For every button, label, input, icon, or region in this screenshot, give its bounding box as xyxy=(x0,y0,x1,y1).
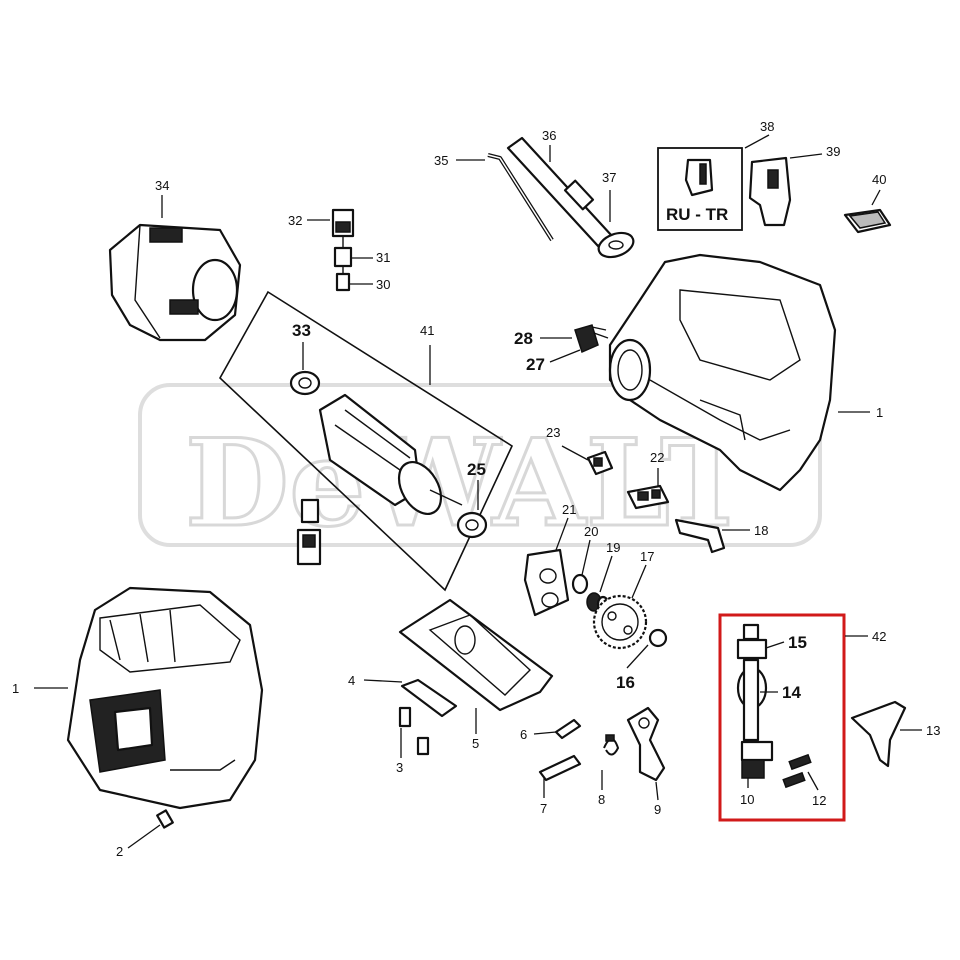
label-41: 41 xyxy=(420,323,434,338)
part-6-pin xyxy=(554,718,582,740)
label-1-bottom: 1 xyxy=(12,681,19,696)
part-20-washer xyxy=(571,573,589,595)
part-18-plate xyxy=(674,518,726,554)
label-12: 12 xyxy=(812,793,826,808)
part-27-28-clip xyxy=(574,324,609,354)
label-23: 23 xyxy=(546,425,560,440)
label-17: 17 xyxy=(640,549,654,564)
part-13-guard xyxy=(850,700,907,768)
part-2-screw xyxy=(156,809,174,829)
label-30: 30 xyxy=(376,277,390,292)
label-9: 9 xyxy=(654,802,661,817)
label-42: 42 xyxy=(872,629,886,644)
part-22-block xyxy=(626,484,670,510)
part-17-gear xyxy=(592,594,648,650)
part-16-bushing xyxy=(648,628,668,648)
label-37: 37 xyxy=(602,170,616,185)
region-box-label: RU - TR xyxy=(666,205,728,224)
label-28: 28 xyxy=(514,329,533,348)
label-25: 25 xyxy=(467,460,486,479)
part-15-clamp xyxy=(736,623,768,660)
label-39: 39 xyxy=(826,144,840,159)
part-39-switch xyxy=(748,156,792,227)
label-32: 32 xyxy=(288,213,302,228)
part-14-blade-holder xyxy=(736,658,768,742)
label-34: 34 xyxy=(155,178,169,193)
label-16: 16 xyxy=(616,673,635,692)
part-12-screws xyxy=(782,753,812,789)
part-23-clip xyxy=(586,450,614,476)
label-2: 2 xyxy=(116,844,123,859)
part-1-housing-right xyxy=(608,253,837,492)
label-40: 40 xyxy=(872,172,886,187)
part-9-lever xyxy=(626,706,666,782)
part-34-stator xyxy=(108,223,242,342)
part-4-plate xyxy=(400,678,458,718)
label-10: 10 xyxy=(740,792,754,807)
part-1-housing-left xyxy=(66,586,264,810)
leader-lines xyxy=(34,134,922,849)
label-6: 6 xyxy=(520,727,527,742)
part-labels: 34 32 31 30 35 36 37 38 39 40 1 28 27 33… xyxy=(12,119,940,859)
label-14: 14 xyxy=(782,683,801,702)
label-19: 19 xyxy=(606,540,620,555)
label-15: 15 xyxy=(788,633,807,652)
label-22: 22 xyxy=(650,450,664,465)
region-box-ru-tr: RU - TR xyxy=(657,147,743,231)
highlight-box-42 xyxy=(718,613,846,822)
label-13: 13 xyxy=(926,723,940,738)
part-8-spring xyxy=(603,734,620,756)
part-35-hex-key xyxy=(487,153,554,242)
part-7-pin xyxy=(538,754,582,782)
label-4: 4 xyxy=(348,673,355,688)
label-7: 7 xyxy=(540,801,547,816)
label-18: 18 xyxy=(754,523,768,538)
part-10-clamp-block xyxy=(740,740,774,779)
label-3: 3 xyxy=(396,760,403,775)
part-30-32-brush-holder xyxy=(331,208,355,292)
label-35: 35 xyxy=(434,153,448,168)
part-36-37-plunger xyxy=(506,136,635,259)
label-38: 38 xyxy=(760,119,774,134)
part-5-shoe xyxy=(398,598,554,712)
part-41-armature-group xyxy=(218,290,514,592)
label-31: 31 xyxy=(376,250,390,265)
label-1-top: 1 xyxy=(876,405,883,420)
label-36: 36 xyxy=(542,128,556,143)
label-5: 5 xyxy=(472,736,479,751)
part-40-plate xyxy=(843,208,892,234)
part-3-screws xyxy=(398,706,430,756)
label-27: 27 xyxy=(526,355,545,374)
part-21-bracket xyxy=(523,548,570,617)
label-20: 20 xyxy=(584,524,598,539)
label-21: 21 xyxy=(562,502,576,517)
label-8: 8 xyxy=(598,792,605,807)
label-33: 33 xyxy=(292,321,311,340)
